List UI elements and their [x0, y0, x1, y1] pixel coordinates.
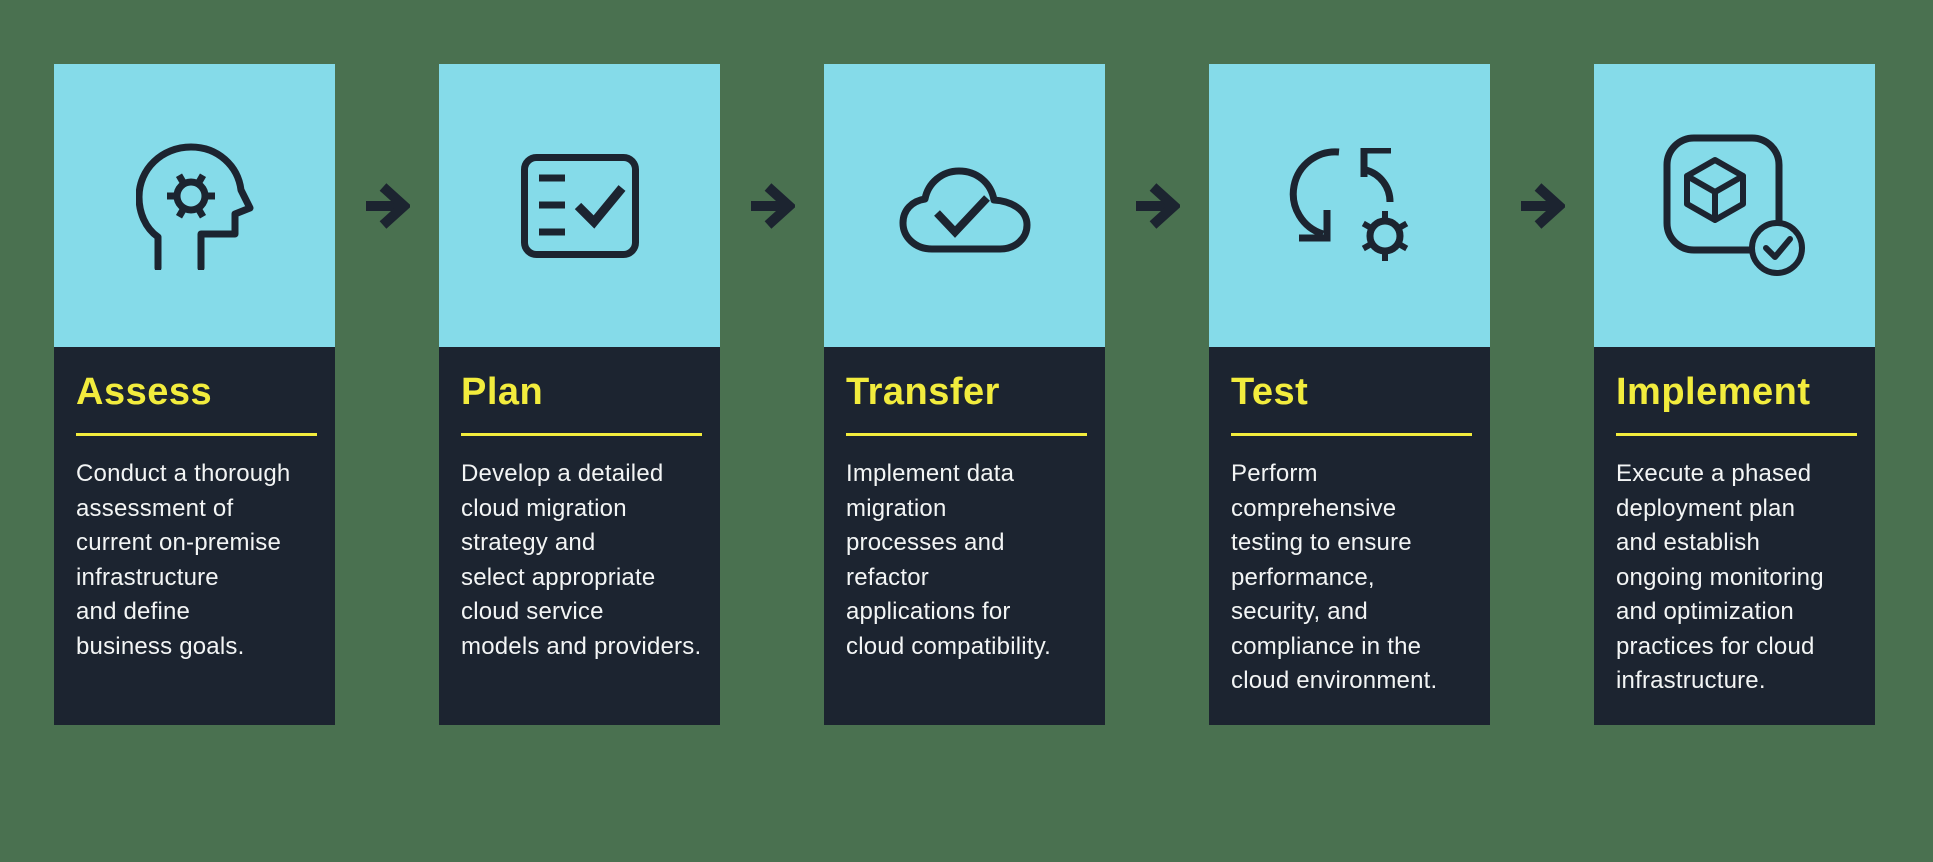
arrow-right-icon [1521, 182, 1565, 229]
step-description: Perform comprehensive testing to ensure … [1231, 460, 1438, 694]
step-description: Execute a phased deployment plan and est… [1616, 460, 1824, 694]
step-title: Transfer [846, 371, 1000, 413]
step-title: Plan [461, 371, 544, 413]
head-gear-icon [135, 143, 253, 270]
title-underline [1231, 433, 1472, 436]
connector [335, 64, 439, 347]
step-card-transfer: Transfer Implement data migration proces… [824, 64, 1105, 725]
step-title: Assess [76, 371, 213, 413]
step-title: Test [1231, 371, 1309, 413]
step-text-panel: Test Perform comprehensive testing to en… [1209, 347, 1490, 725]
step-card-plan: Plan Develop a detailed cloud migration … [439, 64, 720, 725]
arrow-right-icon [366, 182, 410, 229]
step-icon-panel [1209, 64, 1490, 347]
title-underline [846, 433, 1087, 436]
title-underline [461, 433, 702, 436]
step-description: Conduct a thorough assessment of current… [76, 460, 291, 660]
step-icon-panel [439, 64, 720, 347]
step-text-panel: Transfer Implement data migration proces… [824, 347, 1105, 725]
checklist-icon [520, 153, 639, 258]
step-title: Implement [1616, 371, 1811, 413]
step-icon-panel [1594, 64, 1875, 347]
step-card-assess: Assess Conduct a thorough assessment of … [54, 64, 335, 725]
step-description: Implement data migration processes and r… [846, 460, 1051, 660]
arrow-right-icon [1136, 182, 1180, 229]
step-card-test: Test Perform comprehensive testing to en… [1209, 64, 1490, 725]
step-icon-panel [54, 64, 335, 347]
connector [1105, 64, 1209, 347]
connector [720, 64, 824, 347]
title-underline [76, 433, 317, 436]
step-card-implement: Implement Execute a phased deployment pl… [1594, 64, 1875, 725]
step-description: Develop a detailed cloud migration strat… [461, 460, 702, 660]
connector [1490, 64, 1594, 347]
title-underline [1616, 433, 1857, 436]
cube-check-icon [1663, 134, 1805, 276]
step-text-panel: Assess Conduct a thorough assessment of … [54, 347, 335, 725]
step-icon-panel [824, 64, 1105, 347]
step-text-panel: Implement Execute a phased deployment pl… [1594, 347, 1875, 725]
sync-gear-icon [1289, 148, 1408, 261]
cloud-check-icon [899, 167, 1030, 252]
arrow-right-icon [751, 182, 795, 229]
step-text-panel: Plan Develop a detailed cloud migration … [439, 347, 720, 725]
